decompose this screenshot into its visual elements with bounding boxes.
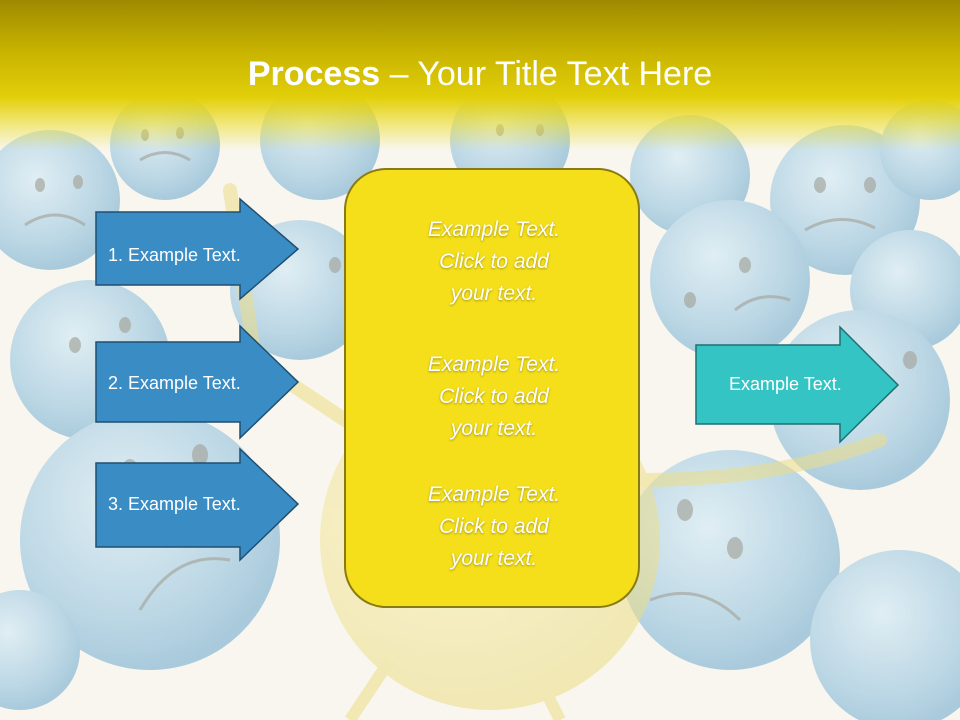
right-arrow-shape (95, 197, 300, 301)
right-arrow-shape (95, 447, 300, 562)
center-paragraph-2: Example Text. Click to add your text. (427, 353, 561, 440)
right-arrow-shape (95, 324, 300, 440)
step-arrow-3[interactable]: 3. Example Text. (95, 447, 300, 563)
step-arrow-2[interactable]: 2. Example Text. (95, 324, 300, 440)
slide-title-bold: Process (247, 55, 381, 93)
center-paragraph-3: Example Text. Click to add your text. (427, 483, 561, 570)
result-arrow[interactable]: Example Text. (695, 325, 900, 444)
slide-title[interactable]: Process – Your Title Text Here (0, 50, 960, 98)
step-arrow-label: 1. Example Text. (108, 245, 241, 265)
center-text-box[interactable]: Example Text. Click to add your text. Ex… (344, 168, 640, 608)
right-arrow-shape (695, 325, 900, 444)
step-arrow-label: 2. Example Text. (108, 373, 241, 393)
step-arrow-label: 3. Example Text. (108, 494, 241, 514)
slide-title-rest: – Your Title Text Here (380, 55, 713, 93)
step-arrow-1[interactable]: 1. Example Text. (95, 197, 300, 301)
center-paragraph-1: Example Text. Click to add your text. (427, 218, 561, 305)
title-bar (0, 0, 960, 150)
result-arrow-label: Example Text. (729, 374, 842, 394)
